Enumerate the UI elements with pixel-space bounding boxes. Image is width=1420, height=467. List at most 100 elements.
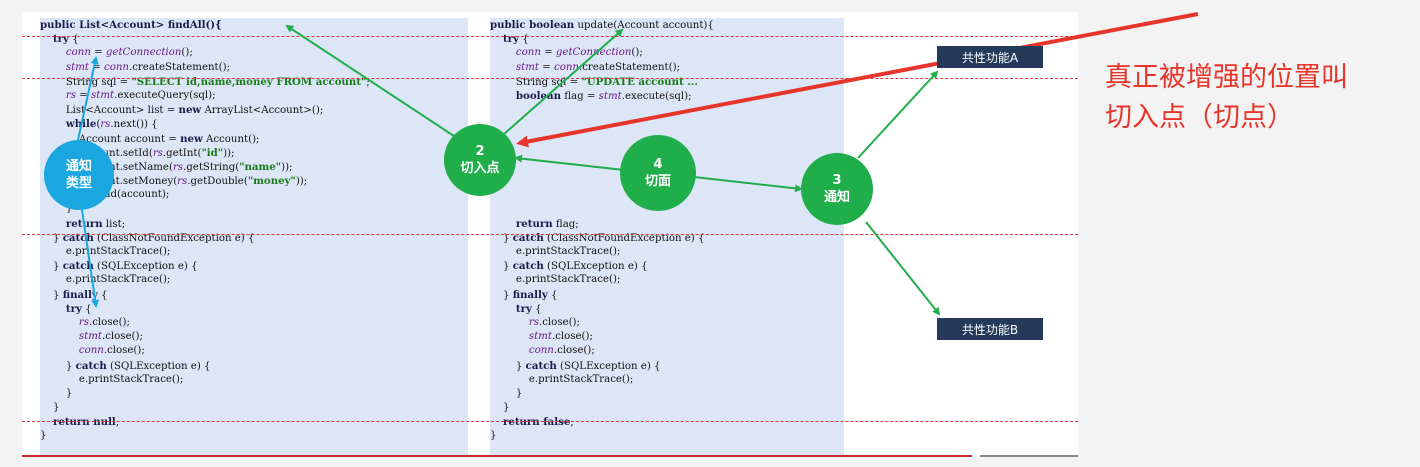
arrow-aspect-to-advice	[693, 176, 803, 193]
findall-line: } catch (SQLException e) {	[40, 259, 370, 273]
code-token: account.setId(	[78, 147, 153, 159]
bottom-bar	[22, 455, 972, 457]
arrow-advice-to-feature-a	[857, 70, 939, 159]
code-token: stmt	[65, 61, 89, 73]
code-token: e.printStackTrace();	[40, 246, 171, 257]
code-token: .getInt(	[162, 147, 202, 159]
update-line: stmt = conn.createStatement();	[490, 61, 714, 75]
code-token: rs	[100, 119, 111, 131]
code-token: .next()) {	[110, 119, 158, 131]
code-token: list;	[102, 218, 126, 230]
findall-line: List<Account> list = new ArrayList<Accou…	[40, 103, 370, 117]
findall-line: e.printStackTrace();	[40, 373, 370, 387]
findall-line: list.add(account);	[40, 188, 370, 202]
code-token: finally	[62, 288, 98, 301]
code-token: =	[90, 47, 106, 59]
annotation-line-1: 真正被增强的位置叫	[1105, 62, 1348, 93]
code-find-all: public List<Account> findAll(){ try { co…	[40, 18, 370, 444]
code-token: ));	[223, 147, 235, 159]
dashed-line-top	[22, 36, 1078, 37]
node-aspect-number: 4	[653, 157, 663, 172]
bottom-bar-gray	[980, 455, 1078, 457]
code-token: conn	[528, 345, 554, 357]
code-token: e.printStackTrace();	[490, 274, 621, 286]
code-token: stmt	[91, 89, 115, 101]
code-token: rs	[78, 316, 89, 328]
code-token: getConnection	[555, 47, 632, 59]
code-token: "id"	[201, 146, 224, 159]
code-token: .close();	[553, 345, 595, 357]
code-token: getConnection	[105, 47, 182, 59]
findall-line: account.setMoney(rs.getDouble("money"));	[40, 174, 370, 188]
code-token: (ClassNotFoundException e) {	[93, 232, 255, 244]
code-token: e.printStackTrace();	[490, 373, 634, 385]
code-token: conn	[78, 345, 104, 357]
code-token: new	[178, 104, 202, 117]
code-token: }	[40, 261, 63, 273]
update-line: conn = getConnection();	[490, 46, 714, 60]
node-advice-number: 3	[832, 173, 842, 188]
arrow-joinpoint-to-findall	[285, 24, 461, 141]
code-token: =	[540, 47, 556, 59]
code-token: rs	[177, 176, 188, 188]
update-line: return false;	[490, 415, 714, 429]
node-advice-type: 通知 类型	[44, 140, 114, 210]
code-token: return false	[502, 416, 571, 429]
findall-line: Account account = new Account();	[40, 132, 370, 146]
code-token: update(Account account){	[574, 20, 714, 31]
findall-line: account.setId(rs.getInt("id"));	[40, 146, 370, 160]
findall-line: } catch (SQLException e) {	[40, 359, 370, 373]
code-token: stmt	[598, 90, 622, 102]
code-token: }	[490, 360, 526, 372]
code-token: list.add(account);	[78, 189, 170, 201]
update-line: e.printStackTrace();	[490, 273, 714, 287]
code-token: .close();	[538, 316, 580, 328]
code-token: rs	[65, 89, 77, 101]
code-token: ;	[570, 417, 574, 429]
code-token: }	[40, 203, 73, 215]
arrow-type-to-top	[77, 56, 99, 141]
findall-line: rs = stmt.executeQuery(sql);	[40, 89, 370, 103]
node-aspect-label: 切面	[644, 174, 671, 189]
code-panel-find-all: public List<Account> findAll(){ try { co…	[40, 18, 468, 456]
node-joinpoint: 2 切入点	[444, 124, 516, 196]
findall-line: return null;	[40, 415, 370, 429]
code-token: }	[40, 387, 73, 399]
code-token: .getString(	[183, 161, 240, 173]
node-joinpoint-label: 切入点	[460, 161, 500, 176]
code-token: e.printStackTrace();	[40, 274, 171, 286]
code-token: {	[97, 289, 108, 301]
findall-line: stmt.close();	[40, 330, 370, 344]
node-advice-type-line1: 通知	[65, 159, 92, 174]
code-token: }	[490, 289, 513, 301]
code-token: e.printStackTrace();	[40, 373, 184, 385]
code-token: ));	[295, 176, 308, 188]
arrow-annotation-to-joinpoint	[516, 12, 1199, 148]
update-line: } finally {	[490, 288, 714, 302]
code-token: =	[89, 61, 105, 73]
code-token: try	[515, 302, 532, 315]
code-token: conn	[65, 47, 91, 59]
code-token: public boolean	[490, 19, 575, 31]
code-token: (	[96, 119, 101, 131]
code-token: ();	[631, 47, 643, 59]
code-token: .close();	[88, 316, 130, 328]
findall-line: }	[40, 401, 370, 415]
code-token: new	[180, 132, 203, 145]
code-token: ();	[181, 47, 193, 59]
findall-line: conn = getConnection();	[40, 46, 370, 60]
code-token: (SQLException e) {	[556, 360, 661, 372]
code-token: "money"	[247, 175, 296, 188]
code-token: .close();	[551, 331, 593, 343]
update-line: } catch (SQLException e) {	[490, 359, 714, 373]
code-token: }	[490, 261, 513, 273]
code-token: .getDouble(	[187, 176, 248, 188]
code-token: public List<Account> findAll(){	[40, 19, 222, 31]
update-line: }	[490, 429, 714, 443]
update-line: stmt.close();	[490, 330, 714, 344]
code-token: ;	[366, 76, 370, 88]
code-token: stmt	[515, 61, 539, 73]
slide: public List<Account> findAll(){ try { co…	[22, 12, 1078, 457]
code-token: {	[68, 34, 79, 46]
code-token: (SQLException e) {	[106, 360, 211, 372]
